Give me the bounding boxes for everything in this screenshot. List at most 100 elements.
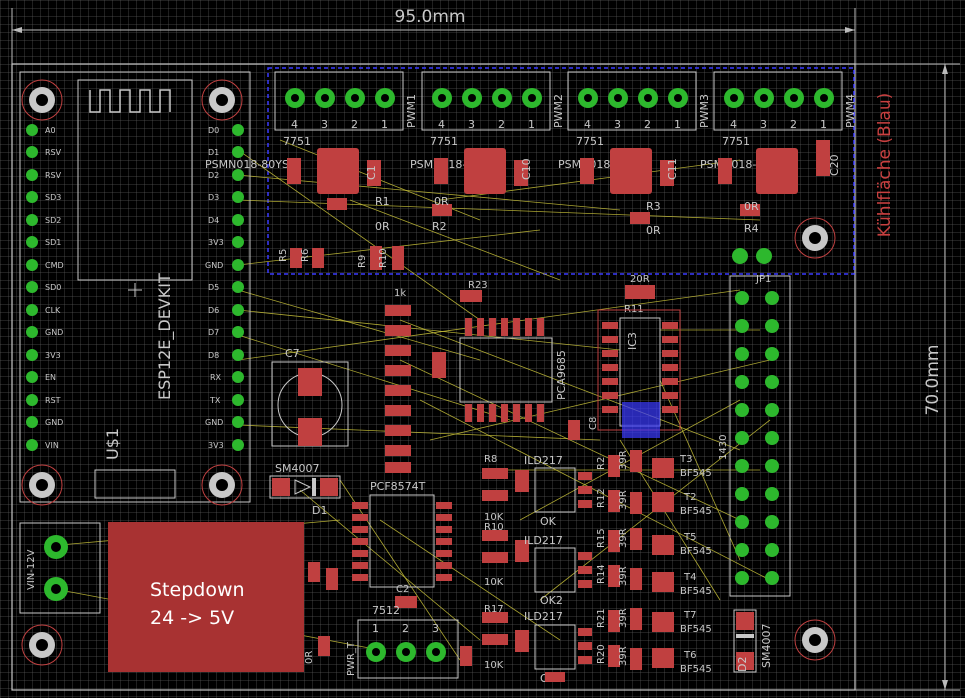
octocoupler-ok2: ILD217 OK2 bbox=[524, 534, 576, 607]
width-label: 95.0mm bbox=[395, 7, 466, 27]
stepdown-module: Stepdown 24 -> 5V 0R bbox=[108, 522, 338, 672]
svg-text:T3: T3 bbox=[679, 454, 692, 465]
svg-text:R17: R17 bbox=[484, 604, 504, 615]
svg-text:3: 3 bbox=[614, 118, 621, 131]
height-label: 70.0mm bbox=[923, 345, 943, 416]
svg-text:BF545: BF545 bbox=[680, 468, 712, 479]
svg-text:BF545: BF545 bbox=[680, 546, 712, 557]
width-dimension: 95.0mm bbox=[11, 7, 856, 70]
svg-text:SM4007: SM4007 bbox=[760, 624, 773, 668]
svg-text:C7: C7 bbox=[285, 347, 300, 360]
svg-text:T2: T2 bbox=[683, 492, 696, 503]
svg-text:GND: GND bbox=[205, 261, 223, 270]
svg-text:ILD217: ILD217 bbox=[524, 534, 563, 547]
svg-text:0R: 0R bbox=[434, 195, 449, 208]
svg-text:7512: 7512 bbox=[372, 604, 400, 617]
svg-text:4: 4 bbox=[438, 118, 445, 131]
svg-text:2: 2 bbox=[402, 622, 409, 635]
svg-text:3: 3 bbox=[468, 118, 475, 131]
svg-text:7751: 7751 bbox=[576, 135, 604, 148]
svg-text:R14: R14 bbox=[596, 564, 607, 584]
svg-text:1: 1 bbox=[674, 118, 681, 131]
svg-text:C2: C2 bbox=[396, 584, 409, 595]
transistor-array: R2 R12 R15 R14 R21 R20 39R 39R 39R 39R 3… bbox=[596, 450, 712, 675]
capacitor-c7: C7 bbox=[271, 347, 349, 447]
pwm-label: PWM3 bbox=[698, 94, 711, 128]
module-ref: U$1 bbox=[103, 428, 122, 460]
svg-text:RSV: RSV bbox=[45, 171, 62, 180]
svg-text:GND: GND bbox=[45, 418, 63, 427]
svg-text:7751: 7751 bbox=[430, 135, 458, 148]
stepdown-line1: Stepdown bbox=[150, 579, 245, 601]
svg-text:R10: R10 bbox=[484, 522, 504, 533]
svg-text:7751: 7751 bbox=[283, 135, 311, 148]
svg-text:BF545: BF545 bbox=[680, 664, 712, 675]
svg-text:39R: 39R bbox=[618, 450, 629, 470]
svg-text:R23: R23 bbox=[468, 280, 488, 291]
svg-text:1: 1 bbox=[381, 118, 388, 131]
svg-text:SM4007: SM4007 bbox=[275, 462, 319, 475]
svg-text:1430: 1430 bbox=[718, 435, 729, 460]
svg-text:PCF8574T: PCF8574T bbox=[370, 480, 426, 493]
svg-text:1: 1 bbox=[372, 622, 379, 635]
svg-text:SD2: SD2 bbox=[45, 216, 61, 225]
svg-text:4: 4 bbox=[291, 118, 298, 131]
svg-text:39R: 39R bbox=[618, 566, 629, 586]
pca9685-chip: PCA9685 bbox=[459, 318, 568, 422]
module-name: ESP12E_DEVKIT bbox=[155, 273, 175, 400]
svg-text:3V3: 3V3 bbox=[45, 351, 61, 360]
diode-d1: SM4007 D1 bbox=[269, 462, 341, 517]
svg-text:CMD: CMD bbox=[45, 261, 64, 270]
svg-text:R4: R4 bbox=[744, 222, 759, 235]
svg-text:R10: R10 bbox=[378, 248, 389, 268]
octocoupler-ok: ILD217 OK bbox=[524, 454, 576, 528]
svg-text:SD1: SD1 bbox=[45, 238, 61, 247]
svg-text:JP1: JP1 bbox=[755, 274, 771, 285]
svg-text:39R: 39R bbox=[618, 646, 629, 666]
svg-text:VIN: VIN bbox=[45, 441, 59, 450]
jp1-header: JP1 1430 bbox=[718, 248, 791, 597]
svg-text:D2: D2 bbox=[736, 657, 749, 672]
svg-text:D0: D0 bbox=[208, 126, 219, 135]
svg-text:R8: R8 bbox=[484, 454, 497, 465]
svg-text:RX: RX bbox=[210, 373, 222, 382]
svg-text:RSV: RSV bbox=[45, 148, 62, 157]
svg-text:C1: C1 bbox=[365, 165, 378, 180]
svg-text:0R: 0R bbox=[744, 200, 759, 213]
svg-text:OK: OK bbox=[540, 515, 557, 528]
svg-text:A0: A0 bbox=[45, 126, 56, 135]
svg-text:C11: C11 bbox=[666, 158, 679, 180]
diode-d2: SM4007 D2 bbox=[733, 609, 773, 673]
svg-text:D1: D1 bbox=[312, 504, 327, 517]
svg-text:D5: D5 bbox=[208, 283, 219, 292]
svg-text:1k: 1k bbox=[394, 288, 406, 299]
svg-text:2: 2 bbox=[498, 118, 505, 131]
pcf8574t-chip: PCF8574T C2 7512 bbox=[352, 480, 452, 617]
svg-text:VIN-12V: VIN-12V bbox=[26, 549, 37, 590]
svg-text:3: 3 bbox=[432, 622, 439, 635]
pwm-label: PWM2 bbox=[552, 94, 565, 128]
ic3-chip: IC3 C8 bbox=[568, 309, 681, 440]
svg-text:GND: GND bbox=[45, 328, 63, 337]
svg-text:2: 2 bbox=[790, 118, 797, 131]
svg-text:R2: R2 bbox=[596, 457, 607, 470]
svg-text:BF545: BF545 bbox=[680, 586, 712, 597]
svg-text:R2: R2 bbox=[432, 220, 447, 233]
svg-text:D2: D2 bbox=[208, 171, 219, 180]
svg-text:3V3: 3V3 bbox=[208, 238, 224, 247]
svg-text:OK2: OK2 bbox=[540, 594, 563, 607]
svg-text:0R: 0R bbox=[304, 651, 315, 664]
svg-text:R3: R3 bbox=[646, 200, 661, 213]
heatsink-label: Kühlfläche (Blau) bbox=[875, 93, 895, 238]
svg-text:CLK: CLK bbox=[45, 306, 61, 315]
svg-text:T6: T6 bbox=[683, 650, 696, 661]
svg-text:10K: 10K bbox=[484, 577, 504, 588]
svg-text:D3: D3 bbox=[208, 193, 219, 202]
svg-text:BF545: BF545 bbox=[680, 624, 712, 635]
svg-text:PWR_T: PWR_T bbox=[346, 641, 357, 676]
esp12e-module: ESP12E_DEVKIT U$1 A0 RSV RSV SD3 SD2 SD1… bbox=[19, 71, 251, 506]
